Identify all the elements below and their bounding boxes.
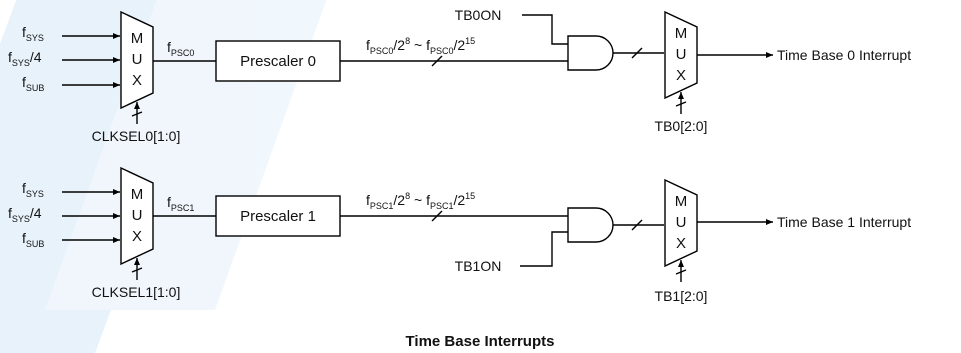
- input-fsub-label: fSUB: [22, 74, 44, 93]
- output-mux: [664, 178, 698, 268]
- mux-letter: U: [676, 214, 687, 231]
- bus-slash: [431, 210, 443, 222]
- psc-clock-label: fPSC1: [167, 194, 194, 213]
- input-mux: [120, 166, 154, 266]
- time-base-0-block: fSYS fSYS/4 fSUB M U X CLKSEL0[1:0] fPSC…: [8, 7, 911, 144]
- bus-slash: [631, 47, 643, 59]
- mux-letter: X: [132, 228, 142, 245]
- input-fsys-div4-label: fSYS/4: [8, 205, 42, 224]
- mux-letter: M: [131, 186, 144, 203]
- mux-letter: X: [676, 67, 686, 84]
- input-fsys-div4-label: fSYS/4: [8, 49, 42, 68]
- mux-select-label: CLKSEL1[1:0]: [92, 284, 181, 300]
- bus-slash: [675, 101, 687, 107]
- mux-letter: U: [132, 207, 143, 224]
- bus-slash: [131, 111, 143, 117]
- enable-signal-label: TB1ON: [455, 258, 502, 274]
- mux-letter: X: [676, 235, 686, 252]
- mux-letter: M: [675, 25, 688, 42]
- and-gate: [567, 207, 614, 243]
- output-label: Time Base 0 Interrupt: [777, 47, 911, 63]
- bus-slash: [431, 55, 443, 67]
- mux-letter: M: [675, 193, 688, 210]
- mux-letter: U: [132, 51, 143, 68]
- enable-signal-label: TB0ON: [455, 7, 502, 23]
- mux-select-label: CLKSEL0[1:0]: [92, 128, 181, 144]
- output-mux: [664, 10, 698, 100]
- bus-slash: [631, 219, 643, 231]
- figure-caption: Time Base Interrupts: [406, 333, 555, 350]
- enable-wire: [520, 231, 568, 267]
- input-fsys-label: fSYS: [22, 180, 44, 199]
- input-fsub-label: fSUB: [22, 230, 44, 249]
- prescaler-label: Prescaler 0: [240, 53, 316, 70]
- bus-slash: [675, 269, 687, 275]
- mux-letter: X: [132, 72, 142, 89]
- prescaler-label: Prescaler 1: [240, 208, 316, 225]
- input-mux: [120, 10, 154, 110]
- bus-slash: [131, 267, 143, 273]
- input-fsys-label: fSYS: [22, 24, 44, 43]
- psc-clock-label: fPSC0: [167, 39, 194, 58]
- time-base-1-block: fSYS fSYS/4 fSUB M U X CLKSEL1[1:0] fPSC…: [8, 166, 911, 304]
- mux-select-label: TB0[2:0]: [655, 118, 708, 134]
- mux-letter: U: [676, 46, 687, 63]
- frequency-range-label: fPSC0/28 ~ fPSC0/215: [366, 36, 475, 56]
- and-gate: [567, 35, 614, 71]
- mux-letter: M: [131, 30, 144, 47]
- output-label: Time Base 1 Interrupt: [777, 214, 911, 230]
- frequency-range-label: fPSC1/28 ~ fPSC1/215: [366, 191, 475, 211]
- enable-wire: [522, 14, 568, 45]
- mux-select-label: TB1[2:0]: [655, 288, 708, 304]
